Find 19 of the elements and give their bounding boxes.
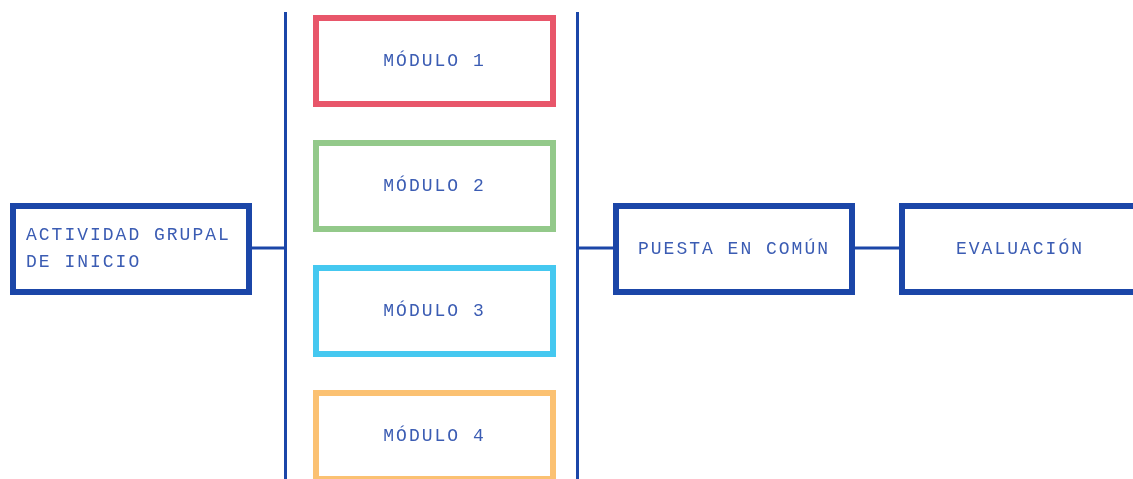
connector-line: [579, 246, 613, 250]
box-label: EVALUACIÓN: [956, 237, 1084, 261]
box-label: MÓDULO 2: [383, 174, 486, 198]
box-label: ACTIVIDAD GRUPAL DE INICIO: [26, 224, 232, 274]
process-box: [313, 140, 556, 232]
process-box: [313, 15, 556, 107]
vertical-bar: [284, 12, 287, 479]
box-label: MÓDULO 4: [383, 424, 486, 448]
connector-line: [855, 246, 899, 250]
vertical-bar: [576, 12, 579, 479]
process-box: [10, 203, 252, 295]
box-label: MÓDULO 1: [383, 49, 486, 73]
process-box: [313, 265, 556, 357]
process-box: [613, 203, 855, 295]
box-label: PUESTA EN COMÚN: [638, 237, 830, 261]
connector-line: [252, 246, 284, 250]
process-box: [899, 203, 1133, 295]
box-label: MÓDULO 3: [383, 299, 486, 323]
process-box: [313, 390, 556, 479]
